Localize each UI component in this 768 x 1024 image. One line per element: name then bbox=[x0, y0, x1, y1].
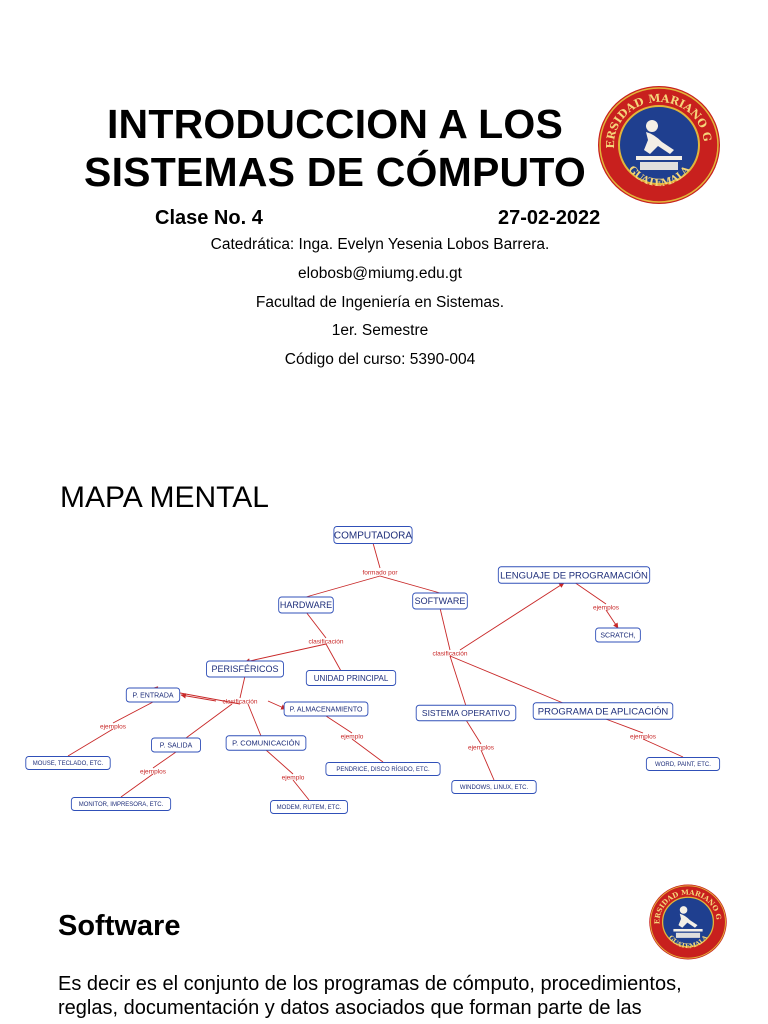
mindmap-heading: MAPA MENTAL bbox=[60, 481, 269, 514]
mindmap-link bbox=[244, 643, 327, 664]
mindmap-link bbox=[267, 700, 287, 710]
mindmap-link bbox=[602, 717, 644, 734]
mindmap-link-label: ejemplos bbox=[630, 734, 657, 741]
mindmap-link bbox=[120, 773, 154, 798]
svg-text:SOFTWARE: SOFTWARE bbox=[415, 596, 466, 606]
mindmap-node-lenguaje: LENGUAJE DE PROGRAMACIÓN bbox=[497, 566, 651, 584]
mindmap-link-label: ejemplos bbox=[593, 605, 620, 612]
mindmap-link bbox=[239, 675, 246, 699]
svg-text:MONITOR, IMPRESORA, ETC.: MONITOR, IMPRESORA, ETC. bbox=[79, 802, 164, 808]
mindmap-node-programa-aplicacion: PROGRAMA DE APLICACIÓN bbox=[532, 702, 674, 720]
cover-slide: INTRODUCCION A LOS SISTEMAS DE CÓMPUTO U… bbox=[0, 0, 768, 440]
mindmap-slide: MAPA MENTAL formado por clasificación clas… bbox=[0, 445, 768, 865]
mindmap-node-p-entrada: P. ENTRADA bbox=[125, 687, 181, 703]
teacher-email: elobosb@miumg.edu.gt bbox=[298, 265, 462, 282]
svg-text:PENDRICE, DISCO RÍGIDO, ETC.: PENDRICE, DISCO RÍGIDO, ETC. bbox=[336, 766, 430, 773]
page-title: INTRODUCCION A LOS SISTEMAS DE CÓMPUTO bbox=[60, 100, 610, 196]
mindmap-link bbox=[180, 693, 217, 702]
mindmap-node-p-almacenamiento: P. ALMACENAMIENTO bbox=[283, 701, 369, 717]
university-seal-small-icon: UNIVERSIDAD MARIANO GALVEZ GUATEMALA bbox=[648, 882, 728, 962]
mindmap-link bbox=[265, 749, 294, 775]
svg-text:P. ALMACENAMIENTO: P. ALMACENAMIENTO bbox=[290, 707, 363, 714]
mindmap-link bbox=[325, 715, 353, 734]
mindmap-node-sistema-operativo: SISTEMA OPERATIVO bbox=[415, 704, 517, 722]
course-code: Código del curso: 5390-004 bbox=[284, 351, 476, 368]
mindmap-link-label: ejemplos bbox=[100, 724, 127, 731]
teacher-name: Catedrática: Inga. Evelyn Yesenia Lobos … bbox=[210, 236, 550, 253]
mindmap-link bbox=[480, 749, 495, 781]
mindmap-link bbox=[325, 643, 342, 672]
svg-text:WINDOWS, LINUX, ETC.: WINDOWS, LINUX, ETC. bbox=[460, 785, 529, 791]
title-line-1: INTRODUCCION A LOS bbox=[106, 101, 564, 147]
mindmap-link-label: ejemplos bbox=[140, 769, 167, 776]
mindmap-link bbox=[459, 582, 565, 651]
mindmap-node-monitor: MONITOR, IMPRESORA, ETC. bbox=[70, 797, 172, 811]
software-definition: Es decir es el conjunto de los programas… bbox=[58, 973, 682, 1019]
mindmap-node-computadora: COMPUTADORA bbox=[333, 526, 413, 544]
svg-text:COMPUTADORA: COMPUTADORA bbox=[334, 531, 412, 542]
mindmap-link-label: ejemplo bbox=[282, 775, 305, 782]
mindmap-link bbox=[372, 542, 381, 569]
mindmap-link bbox=[379, 575, 441, 594]
mindmap-node-software: SOFTWARE bbox=[412, 592, 468, 610]
mindmap-link bbox=[439, 607, 451, 651]
university-seal-icon: UNIVERSIDAD MARIANO GALVEZ GUATEMALA bbox=[596, 84, 722, 206]
semester: 1er. Semestre bbox=[331, 322, 429, 339]
mindmap-link-label: ejemplos bbox=[468, 745, 495, 752]
mindmap-link-label: clasificación bbox=[432, 651, 467, 658]
mindmap-link bbox=[247, 703, 262, 737]
mindmap-link-label: clasificación bbox=[222, 699, 257, 706]
mindmap-link bbox=[305, 575, 381, 598]
mindmap-link bbox=[351, 738, 384, 763]
mindmap-node-p-salida: P. SALIDA bbox=[151, 737, 201, 753]
mindmap-diagram: formado por clasificación clasificación eje… bbox=[25, 526, 721, 814]
mindmap-link bbox=[465, 719, 482, 745]
class-date: 27-02-2022 bbox=[498, 207, 601, 229]
mindmap-link-label: formado por bbox=[362, 570, 398, 577]
mindmap-node-unidad: UNIDAD PRINCIPAL bbox=[305, 670, 397, 686]
svg-text:WORD, PAINT, ETC.: WORD, PAINT, ETC. bbox=[655, 762, 711, 768]
mindmap-link bbox=[642, 738, 684, 758]
mindmap-link-label: clasificación bbox=[308, 639, 343, 646]
mindmap-link bbox=[449, 655, 467, 707]
mindmap-node-modem: MODEM, RUTEM, ETC. bbox=[270, 800, 348, 814]
mindmap-node-word: WORD, PAINT, ETC. bbox=[645, 757, 721, 771]
mindmap-node-p-comunicacion: P. COMUNICACIÓN bbox=[225, 735, 307, 751]
svg-text:MOUSE, TECLADO, ETC.: MOUSE, TECLADO, ETC. bbox=[33, 761, 104, 767]
faculty: Facultad de Ingeniería en Sistemas. bbox=[255, 294, 505, 311]
svg-text:LENGUAJE DE PROGRAMACIÓN: LENGUAJE DE PROGRAMACIÓN bbox=[500, 570, 648, 581]
svg-text:UNIDAD PRINCIPAL: UNIDAD PRINCIPAL bbox=[314, 674, 389, 683]
software-heading: Software bbox=[58, 910, 181, 942]
mindmap-node-scratch: SCRATCH, bbox=[595, 627, 641, 643]
mindmap-link bbox=[305, 611, 327, 639]
mindmap-link bbox=[605, 609, 619, 629]
mindmap-link bbox=[573, 581, 607, 605]
svg-text:PROGRAMA DE APLICACIÓN: PROGRAMA DE APLICACIÓN bbox=[538, 706, 669, 717]
mindmap-link bbox=[67, 728, 114, 757]
mindmap-link bbox=[449, 655, 564, 704]
mindmap-node-pendrive: PENDRICE, DISCO RÍGIDO, ETC. bbox=[325, 762, 441, 776]
mindmap-link bbox=[185, 703, 233, 739]
svg-text:SISTEMA OPERATIVO: SISTEMA OPERATIVO bbox=[422, 708, 511, 718]
software-slide: Software UNIVERSIDAD MARIANO GALVEZ GUAT… bbox=[0, 870, 768, 1024]
mindmap-link bbox=[292, 779, 310, 801]
svg-text:P. SALIDA: P. SALIDA bbox=[160, 743, 193, 750]
mindmap-node-mouse: MOUSE, TECLADO, ETC. bbox=[25, 756, 111, 770]
mindmap-link bbox=[152, 751, 177, 769]
svg-text:SCRATCH,: SCRATCH, bbox=[600, 633, 635, 640]
svg-text:PERISFÉRICOS: PERISFÉRICOS bbox=[211, 664, 278, 674]
mindmap-node-hardware: HARDWARE bbox=[278, 596, 334, 614]
svg-text:MODEM, RUTEM, ETC.: MODEM, RUTEM, ETC. bbox=[277, 805, 342, 811]
svg-text:P. ENTRADA: P. ENTRADA bbox=[132, 693, 173, 700]
mindmap-node-windows: WINDOWS, LINUX, ETC. bbox=[451, 780, 537, 794]
title-line-2: SISTEMAS DE CÓMPUTO bbox=[84, 149, 586, 195]
mindmap-node-perifericos: PERISFÉRICOS bbox=[206, 660, 284, 678]
mindmap-link bbox=[112, 701, 154, 724]
svg-text:HARDWARE: HARDWARE bbox=[280, 600, 332, 610]
svg-text:P. COMUNICACIÓN: P. COMUNICACIÓN bbox=[232, 739, 300, 748]
mindmap-link-label: ejemplo bbox=[341, 734, 364, 741]
class-number: Clase No. 4 bbox=[155, 207, 263, 229]
